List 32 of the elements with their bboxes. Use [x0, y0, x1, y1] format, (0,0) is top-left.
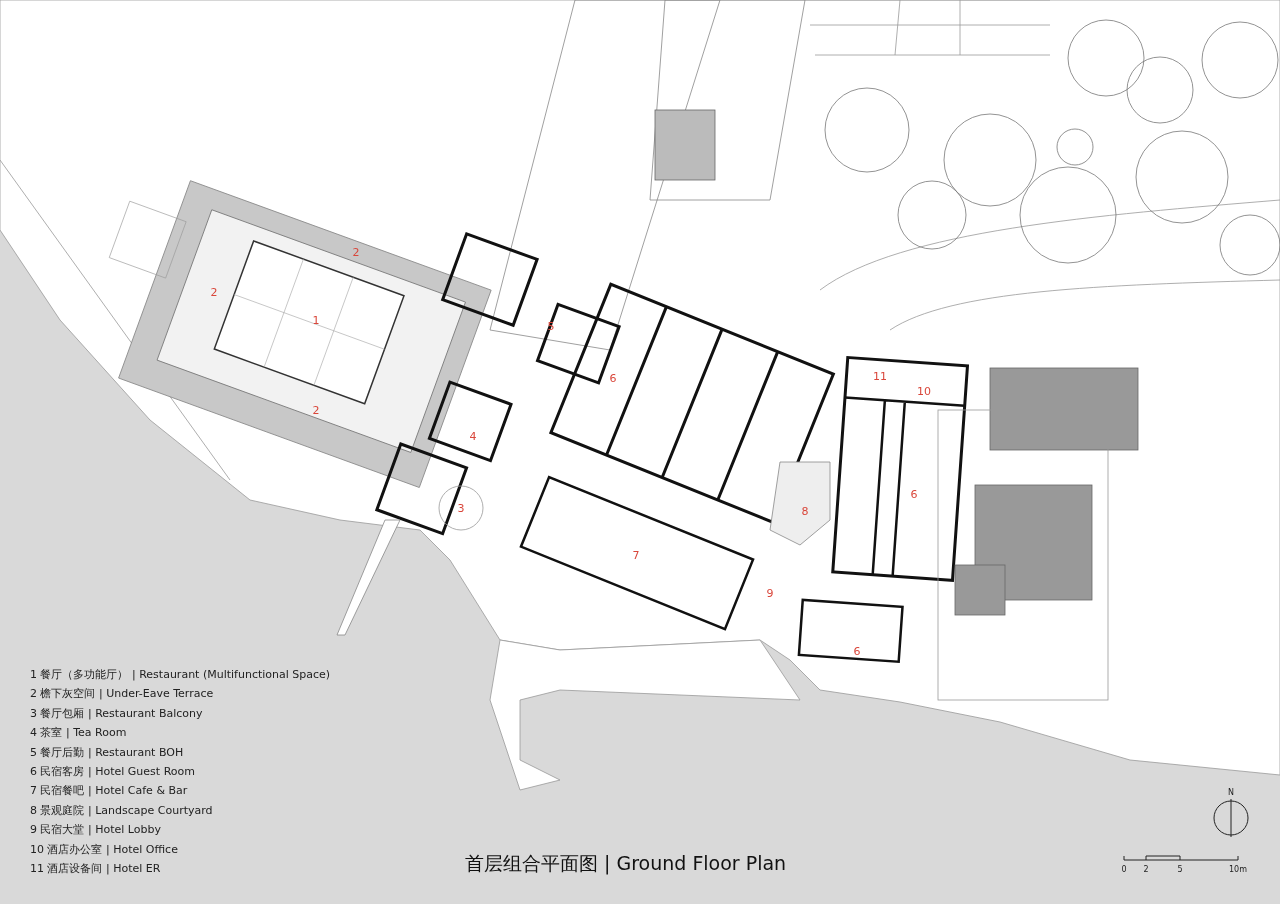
room-key-text: 8 景观庭院 | Landscape Courtyard [30, 804, 213, 816]
room-key-text: 5 餐厅后勤 | Restaurant BOH [30, 746, 184, 758]
room-number: 6 [853, 645, 861, 657]
room-number: 3 [457, 502, 465, 514]
room-number: 8 [801, 505, 809, 517]
room-key-text: 9 民宿大堂 | Hotel Lobby [30, 824, 161, 836]
room-key-text: 10 酒店办公室 | Hotel Office [30, 843, 178, 855]
room-key-text: 4 茶室 | Tea Room [30, 727, 127, 739]
room-key-text: 1 餐厅（多功能厅） | Restaurant (Multifunctional Space) [30, 669, 331, 680]
room-number: 1 [312, 314, 320, 326]
room-number: 6 [609, 372, 617, 384]
room-number: 5 [547, 320, 555, 332]
room-number: 7 [632, 549, 640, 561]
room-key-text: 3 餐厅包厢 | Restaurant Balcony [30, 707, 203, 719]
room-key-text: 11 酒店设备间 | Hotel ER [30, 863, 161, 874]
room-number: 2 [352, 246, 360, 258]
scale-label: 2 [1143, 866, 1149, 874]
room-number: 2 [312, 404, 320, 416]
room-number: 9 [766, 587, 774, 599]
scale-label: 10m [1229, 866, 1247, 874]
room-number: 6 [910, 488, 918, 500]
room-number: 2 [210, 286, 218, 298]
scale-label: 5 [1177, 866, 1183, 874]
room-key-text: 2 檐下灰空间 | Under-Eave Terrace [30, 688, 214, 700]
north-label: N [1228, 789, 1234, 797]
room-number: 10 [917, 385, 931, 397]
scale-label: 0 [1121, 866, 1127, 874]
room-key-text: 6 民宿客房 | Hotel Guest Room [30, 766, 195, 777]
room-number: 11 [873, 370, 887, 382]
room-number: 4 [469, 430, 477, 442]
room-key-text: 7 民宿餐吧 | Hotel Cafe & Bar [30, 785, 188, 797]
plan-title: 首层组合平面图 | Ground Floor Plan [465, 854, 787, 873]
